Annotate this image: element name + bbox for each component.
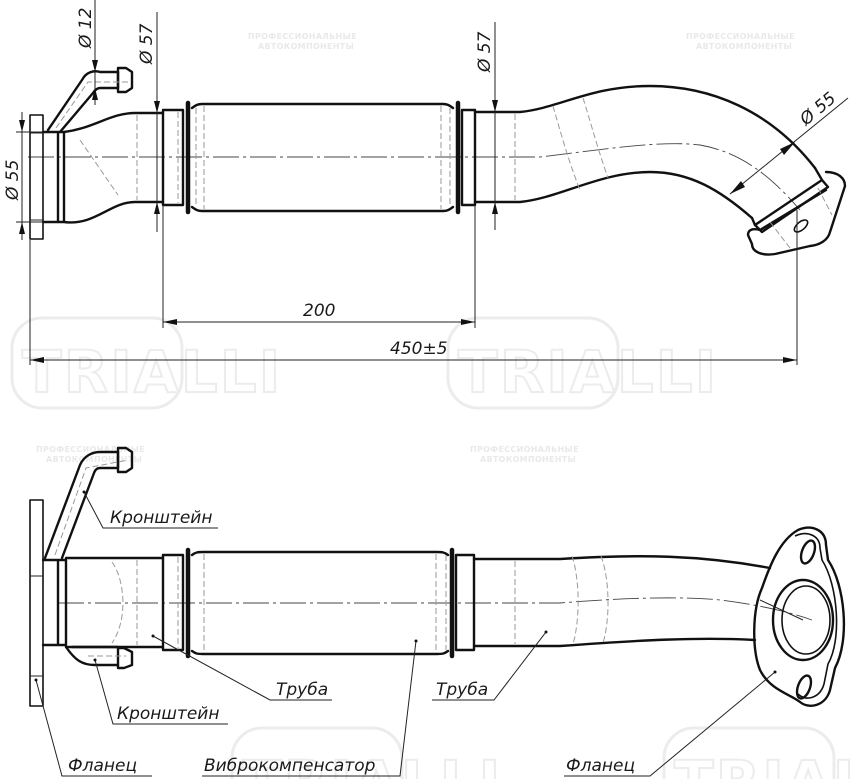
bottom-lower-bracket [64, 645, 120, 667]
top-outlet-pipe [473, 84, 817, 220]
watermark-logo-bottom-right: TRIALLI [662, 726, 851, 779]
svg-text:ПРОФЕССИОНАЛЬНЫЕ: ПРОФЕССИОНАЛЬНЫЕ [248, 32, 357, 41]
label-pipe-right: Труба [436, 680, 488, 700]
top-dimensions: Ø 55 Ø 12 Ø 57 Ø 57 Ø 55 [3, 0, 849, 365]
label-bracket-upper: Кронштейн [110, 508, 212, 528]
svg-text:ПРОФЕССИОНАЛЬНЫЕ: ПРОФЕССИОНАЛЬНЫЕ [470, 445, 579, 454]
top-view: Ø 55 Ø 12 Ø 57 Ø 57 Ø 55 [3, 0, 849, 365]
svg-text:ПРОФЕССИОНАЛЬНЫЕ: ПРОФЕССИОНАЛЬНЫЕ [686, 32, 795, 41]
watermark-tagline-top-center: ПРОФЕССИОНАЛЬНЫЕ АВТОКОМПОНЕНТЫ [248, 32, 357, 51]
top-inlet-pipe [41, 111, 165, 224]
watermarks: ПРОФЕССИОНАЛЬНЫЕ АВТОКОМПОНЕНТЫ ПРОФЕССИ… [10, 32, 851, 779]
dim-pipe-diameter-left: Ø 57 [137, 23, 157, 65]
bottom-left-pipe [41, 556, 165, 649]
svg-text:TRIALLI: TRIALLI [458, 338, 718, 406]
top-right-coupling [460, 108, 477, 207]
svg-text:ПРОФЕССИОНАЛЬНЫЕ: ПРОФЕССИОНАЛЬНЫЕ [36, 445, 145, 454]
bottom-right-coupling [454, 553, 476, 652]
bottom-right-flange [753, 526, 846, 707]
label-flex-joint: Виброкомпенсатор [204, 756, 376, 776]
dim-bracket-diameter: Ø 12 [76, 8, 96, 49]
bottom-flex-joint [190, 550, 450, 656]
svg-text:TRIALLI: TRIALLI [242, 748, 502, 779]
label-pipe-left: Труба [276, 680, 328, 700]
watermark-tagline-bottom-left: ПРОФЕССИОНАЛЬНЫЕ АВТОКОМПОНЕНТЫ [36, 445, 145, 464]
top-centerline [28, 143, 801, 211]
top-outlet-flange [746, 166, 847, 256]
svg-text:АВТОКОМПОНЕНТЫ: АВТОКОМПОНЕНТЫ [696, 42, 792, 51]
svg-text:АВТОКОМПОНЕНТЫ: АВТОКОМПОНЕНТЫ [480, 455, 576, 464]
bottom-view: Кронштейн Кронштейн Труба Труба Фланец В… [29, 446, 846, 777]
top-left-coupling [161, 108, 185, 207]
svg-text:TRIALLI: TRIALLI [22, 338, 282, 406]
label-flange-left: Фланец [68, 756, 137, 776]
svg-text:TRIALLI: TRIALLI [674, 748, 851, 779]
dim-inlet-diameter: Ø 55 [3, 160, 23, 201]
svg-text:АВТОКОМПОНЕНТЫ: АВТОКОМПОНЕНТЫ [46, 455, 142, 464]
dim-flex-length: 200 [303, 301, 335, 321]
label-bracket-lower: Кронштейн [117, 704, 219, 724]
watermark-logo-bottom-center: TRIALLI [230, 726, 502, 779]
watermark-tagline-bottom-center: ПРОФЕССИОНАЛЬНЫЕ АВТОКОМПОНЕНТЫ [470, 445, 579, 464]
bottom-left-coupling [161, 553, 185, 652]
svg-text:АВТОКОМПОНЕНТЫ: АВТОКОМПОНЕНТЫ [258, 42, 354, 51]
dim-pipe-diameter-right: Ø 57 [475, 31, 495, 73]
bottom-left-flange [29, 499, 44, 707]
watermark-logo-left: TRIALLI [10, 316, 282, 410]
bottom-upper-bracket [43, 450, 120, 560]
top-bracket [46, 70, 120, 134]
dim-overall-length: 450±5 [390, 339, 448, 359]
top-inlet-flange [29, 114, 44, 240]
bottom-right-pipe [472, 555, 772, 648]
top-flex-joint [190, 102, 455, 213]
watermark-logo-center: TRIALLI [446, 316, 718, 410]
watermark-tagline-top-right: ПРОФЕССИОНАЛЬНЫЕ АВТОКОМПОНЕНТЫ [686, 32, 795, 51]
label-flange-right: Фланец [566, 756, 635, 776]
bottom-callouts: Кронштейн Кронштейн Труба Труба Фланец В… [34, 490, 777, 777]
bottom-centerline [58, 597, 813, 621]
